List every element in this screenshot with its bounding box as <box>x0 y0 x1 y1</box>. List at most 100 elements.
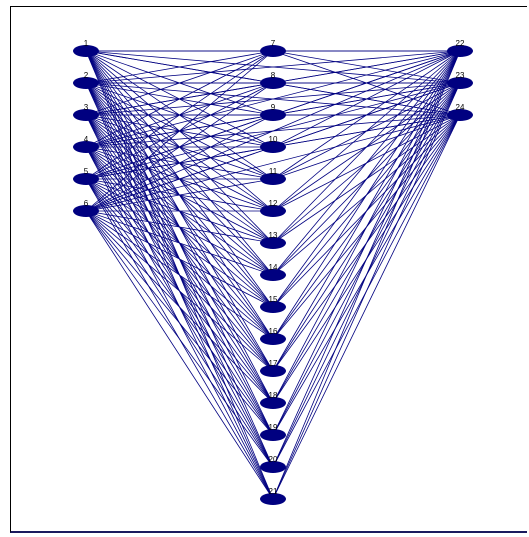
edge-6-18 <box>85 210 274 404</box>
node-shape-5 <box>73 173 99 185</box>
edge-2-22 <box>85 50 461 84</box>
node-21: 21 <box>260 487 286 505</box>
edge-17-22 <box>272 50 461 372</box>
node-label-6: 6 <box>84 199 89 208</box>
node-shape-2 <box>73 77 99 89</box>
node-10: 10 <box>260 135 286 153</box>
node-shape-19 <box>260 429 286 441</box>
edge-13-22 <box>272 50 461 244</box>
node-label-2: 2 <box>84 71 89 80</box>
node-label-24: 24 <box>456 103 465 112</box>
node-label-7: 7 <box>271 39 276 48</box>
node-label-13: 13 <box>269 231 278 240</box>
node-16: 16 <box>260 327 286 345</box>
edge-9-22 <box>272 50 461 116</box>
edge-6-8 <box>85 82 274 212</box>
edge-16-22 <box>272 50 461 340</box>
node-shape-20 <box>260 461 286 473</box>
edge-11-22 <box>272 50 461 180</box>
node-23: 23 <box>447 71 473 89</box>
edge-19-22 <box>272 50 461 436</box>
node-15: 15 <box>260 295 286 313</box>
edge-4-7 <box>85 50 274 148</box>
edge-5-7 <box>85 50 274 180</box>
node-label-17: 17 <box>269 359 278 368</box>
edge-6-9 <box>85 114 274 212</box>
edge-12-22 <box>272 50 461 212</box>
node-7: 7 <box>260 39 286 57</box>
edge-6-15 <box>85 210 274 308</box>
edge-6-14 <box>85 210 274 276</box>
node-14: 14 <box>260 263 286 281</box>
node-shape-11 <box>260 173 286 185</box>
node-12: 12 <box>260 199 286 217</box>
node-shape-8 <box>260 77 286 89</box>
node-20: 20 <box>260 455 286 473</box>
node-label-19: 19 <box>269 423 278 432</box>
node-label-22: 22 <box>456 39 465 48</box>
node-label-20: 20 <box>269 455 278 464</box>
node-shape-13 <box>260 237 286 249</box>
edge-18-22 <box>272 50 461 404</box>
edge-4-22 <box>85 50 461 148</box>
node-24: 24 <box>447 103 473 121</box>
node-1: 1 <box>73 39 99 57</box>
node-shape-9 <box>260 109 286 121</box>
edge-2-7 <box>85 50 274 84</box>
node-label-18: 18 <box>269 391 278 400</box>
edge-21-24 <box>272 114 461 500</box>
edge-3-7 <box>85 50 274 116</box>
node-label-1: 1 <box>84 39 89 48</box>
edge-6-13 <box>85 210 274 244</box>
edge-21-23 <box>272 82 461 500</box>
node-9: 9 <box>260 103 286 121</box>
node-label-16: 16 <box>269 327 278 336</box>
node-label-9: 9 <box>271 103 276 112</box>
node-2: 2 <box>73 71 99 89</box>
node-19: 19 <box>260 423 286 441</box>
edge-6-11 <box>85 178 274 212</box>
edge-10-22 <box>272 50 461 148</box>
node-shape-18 <box>260 397 286 409</box>
node-label-11: 11 <box>269 167 278 176</box>
node-13: 13 <box>260 231 286 249</box>
node-label-15: 15 <box>269 295 278 304</box>
edge-6-20 <box>85 210 274 468</box>
node-shape-6 <box>73 205 99 217</box>
node-label-3: 3 <box>84 103 89 112</box>
node-shape-14 <box>260 269 286 281</box>
edge-15-22 <box>272 50 461 308</box>
node-11: 11 <box>260 167 286 185</box>
node-17: 17 <box>260 359 286 377</box>
node-shape-4 <box>73 141 99 153</box>
node-label-8: 8 <box>271 71 276 80</box>
node-4: 4 <box>73 135 99 153</box>
node-shape-21 <box>260 493 286 505</box>
node-6: 6 <box>73 199 99 217</box>
edge-6-21 <box>85 210 274 500</box>
edge-21-22 <box>272 50 461 500</box>
node-22: 22 <box>447 39 473 57</box>
node-shape-10 <box>260 141 286 153</box>
edge-14-22 <box>272 50 461 276</box>
node-label-23: 23 <box>456 71 465 80</box>
node-label-4: 4 <box>84 135 89 144</box>
node-shape-3 <box>73 109 99 121</box>
node-label-5: 5 <box>84 167 89 176</box>
node-8: 8 <box>260 71 286 89</box>
node-label-14: 14 <box>269 263 278 272</box>
node-shape-12 <box>260 205 286 217</box>
edge-6-22 <box>85 50 461 212</box>
node-shape-16 <box>260 333 286 345</box>
edge-6-24 <box>85 114 461 212</box>
node-18: 18 <box>260 391 286 409</box>
node-shape-15 <box>260 301 286 313</box>
edge-6-16 <box>85 210 274 340</box>
node-shape-1 <box>73 45 99 57</box>
node-label-10: 10 <box>269 135 278 144</box>
node-label-21: 21 <box>269 487 278 496</box>
node-shape-7 <box>260 45 286 57</box>
edge-6-7 <box>85 50 274 212</box>
